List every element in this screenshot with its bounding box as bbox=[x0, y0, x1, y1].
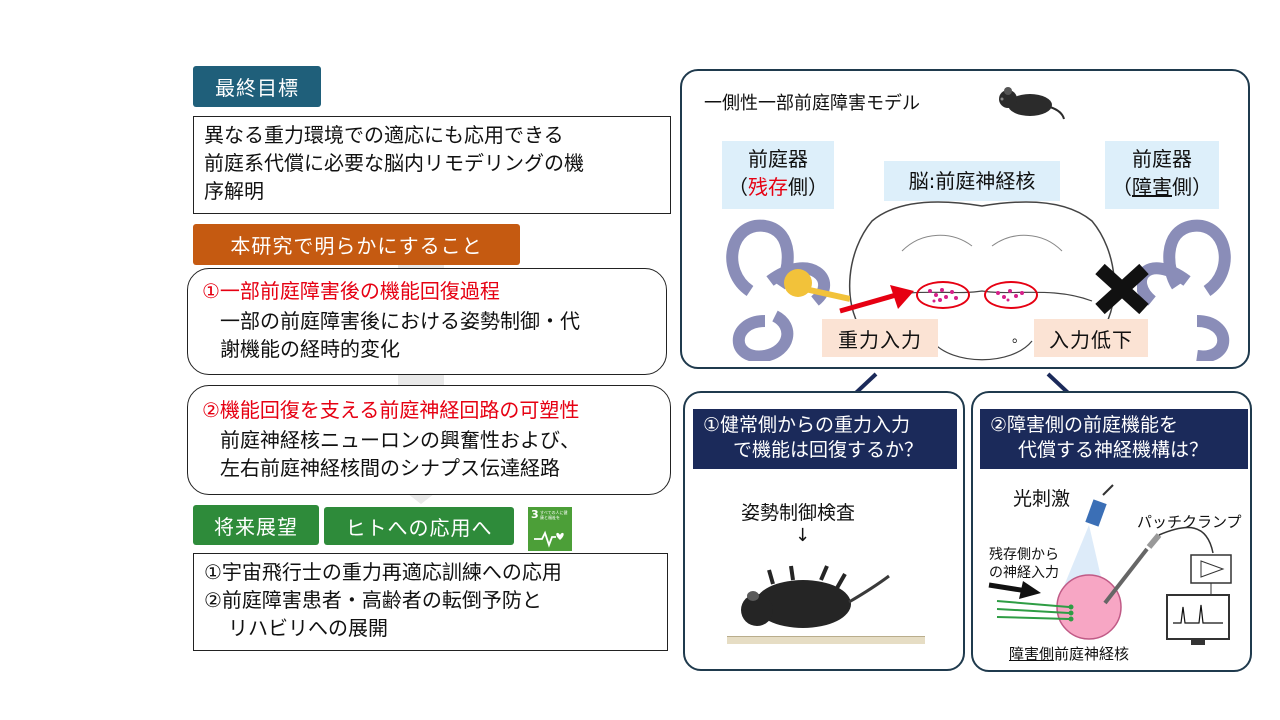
goal-line-1: 異なる重力環境での適応にも応用できる bbox=[204, 123, 564, 147]
recovery-header-line-2: で機能は回復するか？ bbox=[733, 439, 924, 461]
nucleus-caption-rest: 前庭神経核 bbox=[1054, 645, 1130, 663]
sdg-text: すべての人に健康と福祉を bbox=[540, 510, 568, 520]
damaged-vestibular-organ bbox=[1137, 219, 1231, 361]
patch-clamp-label: パッチクランプ bbox=[1137, 513, 1242, 531]
gravity-input-arrow bbox=[839, 285, 914, 314]
small-mark: 。 bbox=[1012, 330, 1026, 346]
nucleus-left-oval bbox=[916, 281, 970, 309]
goal-line-2: 前庭系代償に必要な脳内リモデリングの機 bbox=[204, 151, 584, 175]
model-panel: 一側性一部前庭障害モデル 前庭器 （残存側） 脳:前庭神経核 前庭器 （障害側） bbox=[680, 69, 1250, 369]
intact-side-label: 前庭器 （残存側） bbox=[722, 141, 834, 209]
final-goal-label: 最終目標 bbox=[215, 76, 299, 100]
damaged-organ-text: 前庭器 bbox=[1132, 147, 1192, 171]
sdg-number: 3 bbox=[531, 508, 539, 521]
light-stim-label: 光刺激 bbox=[1013, 488, 1071, 510]
gravity-input-label: 重力入力 bbox=[822, 319, 938, 357]
damage-x-icon bbox=[1095, 263, 1149, 315]
intact-side-text: （残存側） bbox=[728, 175, 828, 199]
damaged-side-label: 前庭器 （障害側） bbox=[1105, 141, 1219, 209]
input-label-line-1: 残存側から bbox=[989, 547, 1059, 563]
mouse-supine-illustration bbox=[741, 565, 890, 628]
heartbeat-icon bbox=[534, 530, 564, 548]
mouse-icon bbox=[999, 87, 1065, 120]
recovery-header-line-1: ①健常側からの重力入力 bbox=[703, 414, 911, 436]
patch-clamp-illustration bbox=[988, 484, 1232, 645]
nucleus-dots bbox=[928, 288, 1024, 303]
posture-exam-arrow: ↓ bbox=[795, 525, 811, 546]
future-outlook-tag: 将来展望 bbox=[193, 505, 319, 545]
aim-1-box: ①一部前庭障害後の機能回復過程 一部の前庭障害後における姿勢制御・代 謝機能の経… bbox=[187, 268, 667, 375]
mechanism-header: ②障害側の前庭機能を 代償する神経機構は？ bbox=[980, 409, 1248, 469]
test-floor bbox=[727, 636, 925, 644]
model-title: 一側性一部前庭障害モデル bbox=[704, 93, 920, 114]
damaged-side-text: （障害側） bbox=[1112, 175, 1212, 199]
future-line-2: ②前庭障害患者・高齢者の転倒予防と bbox=[204, 588, 542, 612]
future-line-3: リハビリへの展開 bbox=[228, 616, 388, 640]
brain-label: 脳:前庭神経核 bbox=[884, 161, 1060, 201]
nucleus-right-oval bbox=[984, 281, 1038, 309]
aim-1-line-2: 謝機能の経時的変化 bbox=[220, 337, 400, 361]
sdg-3-icon: 3 すべての人に健康と福祉を bbox=[528, 507, 572, 551]
nucleus-caption-underlined: 障害側 bbox=[1009, 645, 1055, 663]
aim-1-line-1: 一部の前庭障害後における姿勢制御・代 bbox=[220, 309, 580, 333]
study-aims-label: 本研究で明らかにすること bbox=[230, 234, 483, 258]
aim-1-title: ①一部前庭障害後の機能回復過程 bbox=[202, 279, 500, 303]
goal-line-3: 序解明 bbox=[204, 179, 264, 203]
future-line-1: ①宇宙飛行士の重力再適応訓練への応用 bbox=[204, 560, 562, 584]
nucleus-caption: 障害側前庭神経核 bbox=[1009, 643, 1129, 664]
study-aims-tag: 本研究で明らかにすること bbox=[193, 224, 520, 265]
reduced-input-label: 入力低下 bbox=[1034, 319, 1148, 357]
aim-2-line-1: 前庭神経核ニューロンの興奮性および、 bbox=[220, 428, 580, 452]
posture-exam-label: 姿勢制御検査 bbox=[741, 502, 856, 524]
human-application-label: ヒトへの応用へ bbox=[345, 515, 493, 540]
mechanism-header-line-1: ②障害側の前庭機能を bbox=[990, 414, 1179, 436]
aim-2-box: ②機能回復を支える前庭神経回路の可塑性 前庭神経核ニューロンの興奮性および、 左… bbox=[187, 385, 671, 495]
final-goal-box: 異なる重力環境での適応にも応用できる 前庭系代償に必要な脳内リモデリングの機 序… bbox=[193, 116, 671, 214]
recovery-header: ①健常側からの重力入力 で機能は回復するか？ bbox=[693, 409, 957, 469]
recovery-panel: ①健常側からの重力入力 で機能は回復するか？ 姿勢制御検査 ↓ bbox=[683, 391, 965, 671]
mechanism-header-line-2: 代償する神経機構は？ bbox=[1018, 439, 1209, 461]
brain-label-text: 脳:前庭神経核 bbox=[908, 169, 1036, 193]
mechanism-panel: ②障害側の前庭機能を 代償する神経機構は？ 光刺激 パッチクランプ 残存側から … bbox=[971, 391, 1252, 672]
aim-2-line-2: 左右前庭神経核間のシナプス伝達経路 bbox=[220, 456, 560, 480]
final-goal-tag: 最終目標 bbox=[193, 66, 321, 107]
gravity-input-text: 重力入力 bbox=[838, 327, 922, 352]
aim-2-title: ②機能回復を支える前庭神経回路の可塑性 bbox=[202, 398, 580, 422]
input-label-line-2: の神経入力 bbox=[989, 565, 1059, 581]
future-outlook-label: 将来展望 bbox=[214, 514, 298, 539]
intact-organ-text: 前庭器 bbox=[748, 147, 808, 171]
reduced-input-text: 入力低下 bbox=[1049, 327, 1133, 352]
human-application-tag: ヒトへの応用へ bbox=[324, 507, 514, 545]
future-box: ①宇宙飛行士の重力再適応訓練への応用 ②前庭障害患者・高齢者の転倒予防と リハビ… bbox=[193, 553, 668, 651]
intact-vestibular-organ bbox=[726, 219, 850, 361]
